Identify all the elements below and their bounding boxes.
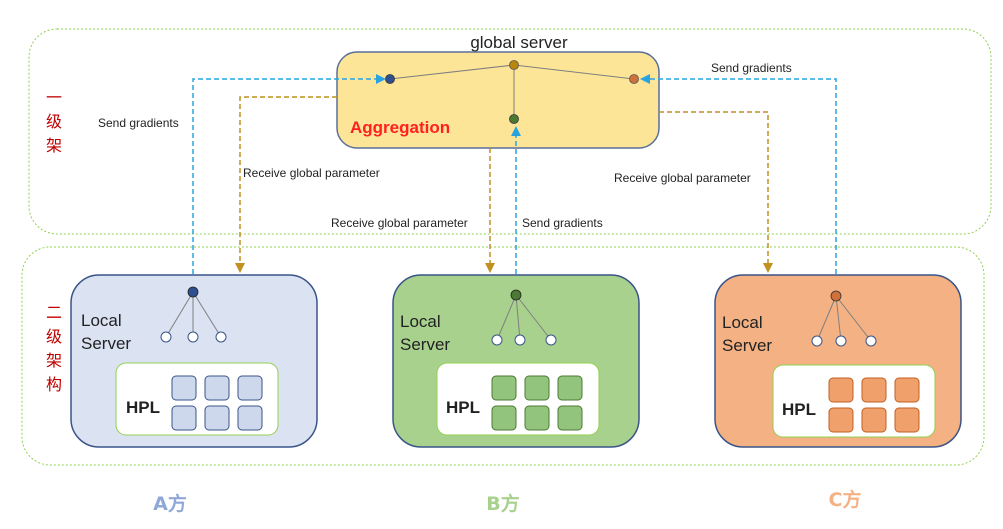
party-name-b: B方 bbox=[486, 492, 519, 515]
aggregation-node-a bbox=[385, 74, 395, 84]
party-c: Local Server HPL C方 bbox=[714, 274, 962, 511]
aggregation-node-c bbox=[629, 74, 639, 84]
local-leaf-node bbox=[514, 334, 526, 346]
party-name-c: C方 bbox=[829, 488, 862, 511]
party-name-a: A方 bbox=[153, 492, 187, 515]
hpl-tiles-c bbox=[828, 377, 920, 433]
tier-top-container bbox=[28, 28, 992, 235]
tier-bottom-label: 二 级 架 构 bbox=[46, 303, 67, 394]
aggregation-tree bbox=[389, 64, 635, 119]
hpl-label-c: HPL bbox=[782, 400, 816, 419]
local-leaf-node bbox=[811, 335, 823, 347]
tier-top-char-3: 架 bbox=[46, 136, 62, 155]
receive-parameter-arrow-a bbox=[235, 96, 337, 273]
tier-bottom-char-3: 架 bbox=[46, 351, 62, 370]
tier-bottom-char-2: 级 bbox=[46, 327, 62, 346]
local-leaf-node bbox=[545, 334, 557, 346]
local-server-label-a: Local Server bbox=[81, 311, 131, 353]
local-leaf-node bbox=[491, 334, 503, 346]
local-root-node-c bbox=[830, 290, 842, 302]
aggregation-root-node bbox=[509, 60, 519, 70]
tier-top-char-2: 级 bbox=[46, 112, 62, 131]
local-leaf-node bbox=[835, 335, 847, 347]
local-server-label-b: Local Server bbox=[400, 312, 450, 354]
party-b: Local Server HPL B方 bbox=[392, 274, 640, 515]
tier-top-label: 一 级 架 bbox=[46, 88, 67, 155]
send-gradients-arrow-a bbox=[192, 74, 386, 290]
local-root-node-b bbox=[510, 289, 522, 301]
local-leaf-node bbox=[160, 331, 172, 343]
local-root-node-a bbox=[187, 286, 199, 298]
send-gradients-label-c: Send gradients bbox=[711, 61, 792, 75]
tier-top-char-1: 一 bbox=[46, 88, 62, 107]
local-leaf-node bbox=[187, 331, 199, 343]
hpl-tiles-b bbox=[491, 375, 583, 431]
hpl-label-a: HPL bbox=[126, 398, 160, 417]
party-a: Local Server HPL A方 bbox=[70, 274, 318, 515]
hpl-label-b: HPL bbox=[446, 398, 480, 417]
global-server-title: global server bbox=[470, 33, 568, 52]
hpl-tiles-a bbox=[171, 375, 263, 431]
local-server-label-c: Local Server bbox=[722, 313, 772, 355]
receive-parameter-label-b: Receive global parameter bbox=[331, 216, 468, 230]
tier-bottom-char-4: 构 bbox=[46, 375, 62, 394]
tier-bottom-char-1: 二 bbox=[46, 303, 62, 322]
local-leaf-node bbox=[215, 331, 227, 343]
receive-parameter-label-c: Receive global parameter bbox=[614, 171, 751, 185]
receive-parameter-arrow-c bbox=[659, 111, 773, 273]
local-leaf-node bbox=[865, 335, 877, 347]
aggregation-node-b bbox=[509, 114, 519, 124]
aggregation-label: Aggregation bbox=[350, 118, 450, 137]
send-gradients-label-a: Send gradients bbox=[98, 116, 179, 130]
tier-bottom-container bbox=[21, 246, 985, 466]
send-gradients-label-b: Send gradients bbox=[522, 216, 603, 230]
send-gradients-arrow-c bbox=[640, 74, 837, 290]
receive-parameter-label-a: Receive global parameter bbox=[243, 166, 380, 180]
